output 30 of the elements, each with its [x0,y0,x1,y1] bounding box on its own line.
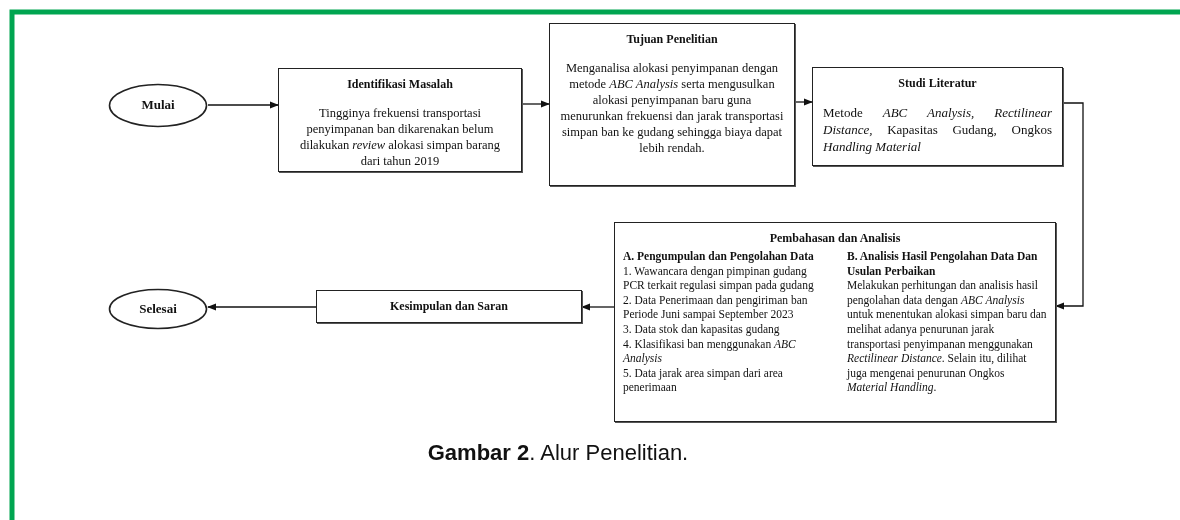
arrow [207,303,317,311]
node-text: Melakukan perhitungan dan analisis hasil pengolahan data dengan ABC Analysis untuk menentukan alokasi simpan baru dan melihat adanya penurunan jarak transportasi penyimpanan menggunakan Rectilinear Distance. Selain itu, dilihat juga mengenai penurunan Ongkos Material Handling. [847,278,1047,395]
process-box [812,67,1063,166]
list-item: 1. Wawancara dengan pimpinan gudang PCR terkait regulasi simpan pada gudang [623,263,815,293]
process-box [614,222,1056,422]
node-label: Mulai [141,98,175,113]
node-text: Menganalisa alokasi penyimpanan dengan metode ABC Analysis serta mengusulkan alokasi penyimpanan baru guna menurunkan frekuensi dan jarak transportasi simpan ban ke gudang sehingga biaya dapat lebih rendah. [560,59,784,156]
arrow [581,303,615,311]
node-title: Pembahasan dan Analisis [768,231,902,246]
section-heading: A. Pengumpulan dan Pengolahan Data [623,249,815,264]
process-box [316,290,582,323]
node-text: Tingginya frekuensi transportasi penyimpanan ban dikarenakan belum dilakukan review alokasi simpan barang dari tahun 2019 [298,104,502,169]
arrow [1055,102,1084,310]
list-item: 3. Data stok dan kapasitas gudang [623,321,781,337]
list-item: 2. Data Penerimaan dan pengiriman ban Periode Juni sampai September 2023 [623,292,809,322]
node-title: Studi Literatur [898,76,977,91]
figure-caption: Gambar 2. Alur Penelitian. [426,440,690,466]
node-text: Metode ABC Analysis, Rectilinear Distance, Kapasitas Gudang, Ongkos Handling Material [823,103,1052,155]
list-item: 4. Klasifikasi ban menggunakan ABC Analysis [623,336,797,366]
node-title: Identifikasi Masalah [347,77,453,92]
section-heading: B. Analisis Hasil Pengolahan Data Dan Usulan Perbaikan [847,249,1039,279]
node-label: Selesai [139,301,177,317]
node-title: Tujuan Penelitian [626,32,718,47]
process-box [278,68,522,172]
arrow [521,100,550,108]
node-title: Kesimpulan dan Saran [389,299,508,314]
arrow [207,101,279,109]
list-item: 5. Data jarak area simpan dari area penerimaan [623,365,784,395]
process-box [549,23,795,186]
arrow [794,98,813,106]
